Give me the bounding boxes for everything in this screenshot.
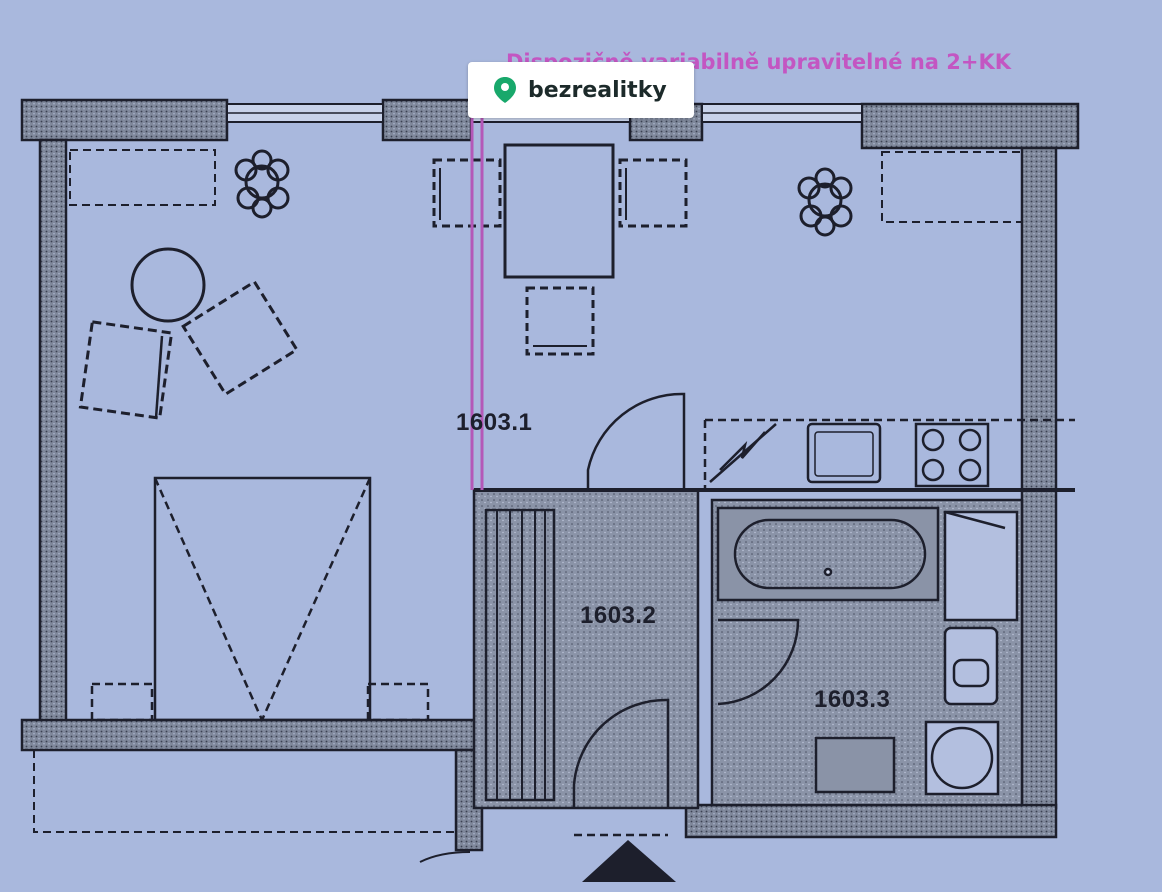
hallway bbox=[472, 488, 1075, 810]
kitchen-counter bbox=[703, 418, 1075, 488]
dining-table bbox=[503, 143, 615, 279]
door-entrance bbox=[572, 698, 670, 808]
chair-right bbox=[618, 158, 688, 228]
bed bbox=[90, 476, 430, 722]
washing-machine bbox=[943, 510, 1019, 622]
plant-icon bbox=[234, 149, 290, 219]
wall-bottom-left bbox=[20, 718, 484, 752]
wall-left bbox=[38, 138, 68, 732]
door-bathroom bbox=[717, 618, 800, 706]
armchair-right bbox=[181, 279, 299, 397]
cooktop-icon bbox=[914, 422, 990, 488]
partition-line bbox=[470, 118, 484, 490]
entrance-arrow-icon bbox=[582, 840, 676, 882]
map-pin-icon bbox=[490, 75, 520, 105]
radiators bbox=[69, 149, 1023, 223]
threshold-curve bbox=[419, 851, 471, 863]
wall-top-left bbox=[20, 98, 229, 142]
wall-right bbox=[1020, 146, 1058, 810]
walls bbox=[20, 98, 1080, 852]
shower-tray bbox=[924, 720, 1000, 796]
round-table bbox=[130, 247, 206, 323]
chair-bottom bbox=[525, 286, 595, 356]
armchair-left bbox=[78, 320, 174, 420]
sink-bathroom bbox=[814, 736, 896, 794]
chair-left bbox=[432, 158, 502, 228]
brand-badge[interactable]: bezrealitky bbox=[468, 62, 694, 118]
bathroom bbox=[710, 498, 1024, 807]
plant-icon bbox=[797, 167, 853, 237]
wall-top-right bbox=[860, 102, 1080, 150]
room-label-living: 1603.1 bbox=[456, 409, 533, 436]
sink bbox=[806, 422, 882, 484]
dining-set bbox=[432, 143, 688, 356]
door-kitchen bbox=[586, 392, 686, 490]
brand-name: bezrealitky bbox=[528, 77, 667, 103]
furniture-living bbox=[78, 247, 299, 420]
wall-bottom-right bbox=[684, 803, 1058, 839]
wall-top-middle bbox=[381, 98, 473, 142]
room-label-bathroom: 1603.3 bbox=[814, 686, 891, 713]
room-label-hallway: 1603.2 bbox=[580, 602, 657, 629]
doors bbox=[572, 392, 800, 837]
balcony bbox=[33, 750, 456, 833]
